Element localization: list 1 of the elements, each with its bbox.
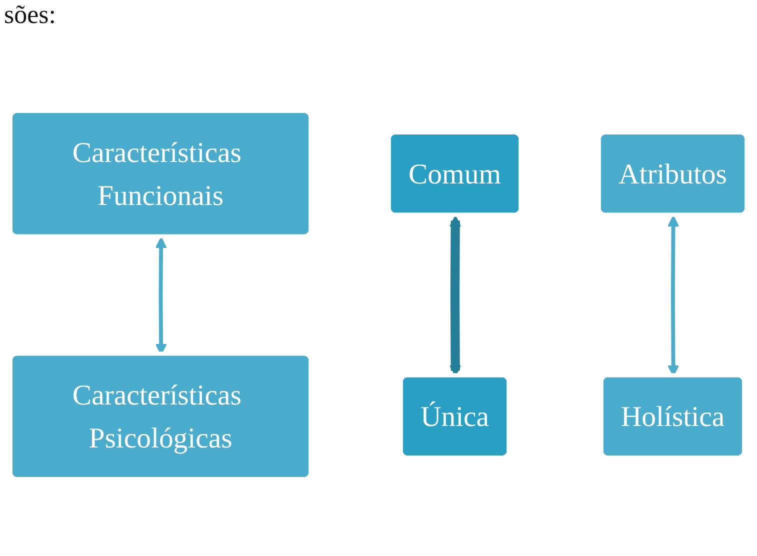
note-text: sões: bbox=[4, 0, 56, 30]
